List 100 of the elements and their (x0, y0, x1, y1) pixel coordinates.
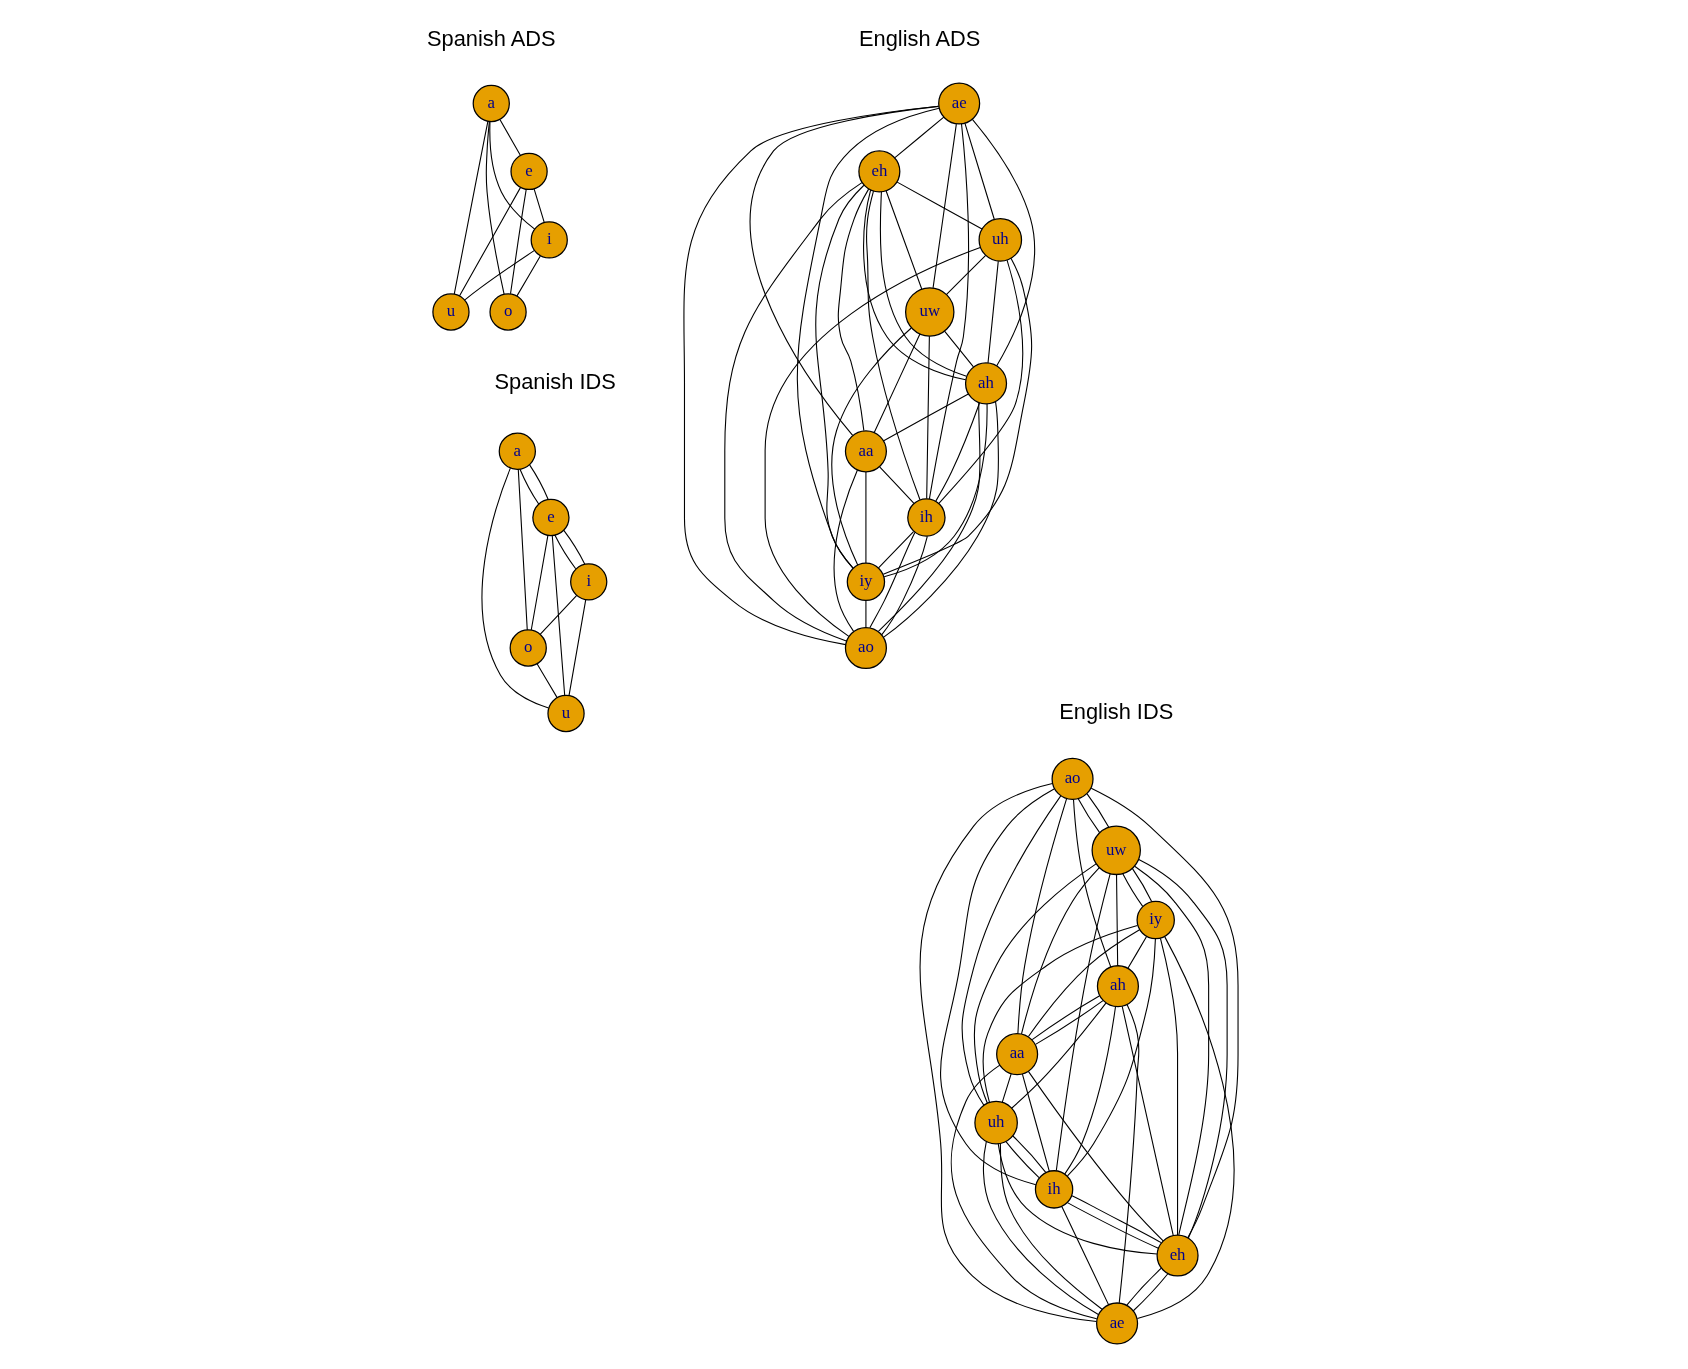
connector (1027, 1070, 1164, 1242)
connector (882, 393, 969, 442)
connector (458, 186, 521, 297)
node-circle: i (530, 221, 568, 259)
connector (882, 257, 1032, 575)
connector (896, 181, 983, 230)
connector (925, 335, 930, 500)
connector (1027, 929, 1140, 1038)
connector (986, 260, 999, 364)
connector (551, 535, 565, 696)
connector (864, 600, 866, 628)
connector (1127, 935, 1147, 969)
connector (883, 403, 988, 578)
connector (533, 188, 545, 223)
connector (1137, 858, 1228, 1239)
connector (982, 1141, 1099, 1315)
node-circle: aa (995, 1033, 1038, 1076)
connector (963, 122, 995, 221)
connector (723, 182, 862, 642)
connector (1118, 1004, 1140, 1304)
connector (982, 925, 1138, 1104)
node-circle: u (431, 293, 470, 331)
connector (1072, 799, 1111, 968)
connector (1010, 1002, 1106, 1109)
connector (877, 402, 981, 632)
node-circle: ih (906, 498, 946, 537)
connector (562, 529, 585, 565)
node-circle: a (498, 432, 536, 470)
node-circle: ae (1095, 1302, 1138, 1345)
connector (519, 468, 539, 505)
connector (999, 1143, 1103, 1310)
connector (553, 534, 576, 570)
node-circle: eh (1155, 1234, 1199, 1277)
connector (932, 123, 957, 289)
connector (961, 795, 1061, 1106)
connector (1070, 1195, 1162, 1244)
connector (764, 246, 981, 637)
connector (878, 466, 914, 504)
connector (937, 259, 1023, 504)
node-circle: e (531, 498, 570, 537)
connector (463, 249, 535, 301)
node-circle: ah (964, 362, 1007, 405)
node-circle: uw (904, 287, 954, 337)
node-circle: a (472, 84, 510, 123)
node-circle: eh (857, 150, 900, 193)
connector (1125, 1267, 1162, 1306)
connector (1090, 787, 1239, 1239)
label: Spanish ADS (426, 25, 556, 51)
connector (950, 1064, 1097, 1320)
connector (1066, 938, 1156, 1177)
node-circle: iy (846, 562, 885, 602)
connector (837, 188, 869, 432)
connector (515, 255, 541, 297)
connector (453, 120, 488, 295)
connector (1136, 936, 1234, 1320)
connector (1011, 1135, 1046, 1173)
connector (1159, 937, 1178, 1236)
connector (1016, 798, 1067, 1034)
connector (1055, 873, 1111, 1172)
connector (1121, 1005, 1174, 1236)
connector (536, 663, 558, 699)
node-circle: ih (1034, 1170, 1073, 1209)
connector (1021, 1073, 1050, 1172)
connector (997, 1143, 1158, 1255)
connector (1115, 874, 1118, 967)
node-circle: aa (844, 430, 887, 473)
connector (1066, 1202, 1159, 1249)
label: Spanish IDS (493, 368, 616, 394)
connector (530, 534, 548, 631)
node-circle: iy (1135, 900, 1175, 940)
node-circle: ao (844, 626, 887, 670)
node-circle: u (546, 694, 585, 733)
connector (885, 190, 922, 290)
connector (480, 467, 549, 709)
connector (868, 532, 915, 629)
connector (833, 469, 858, 632)
connector (488, 121, 535, 230)
label: English IDS (1058, 698, 1173, 724)
node-circle: uw (1090, 825, 1141, 876)
connector (973, 863, 1097, 1104)
connector (934, 402, 980, 502)
node-circle: o (488, 293, 527, 331)
connector (1004, 1141, 1040, 1179)
connector (499, 119, 521, 157)
connector (877, 531, 914, 569)
connector (873, 333, 920, 434)
connector (509, 188, 527, 295)
connector (919, 783, 1097, 1322)
connector (1020, 867, 1100, 1035)
label: English ADS (858, 25, 980, 51)
connector (528, 464, 549, 501)
node-circle: e (509, 152, 548, 191)
connector (1121, 873, 1143, 907)
connector (1060, 1206, 1109, 1306)
connector (864, 471, 866, 564)
node-circle: uh (973, 1100, 1018, 1145)
connector (945, 254, 986, 295)
node-circle: uh (978, 218, 1022, 262)
connector (939, 788, 1055, 1186)
connector (928, 123, 969, 500)
